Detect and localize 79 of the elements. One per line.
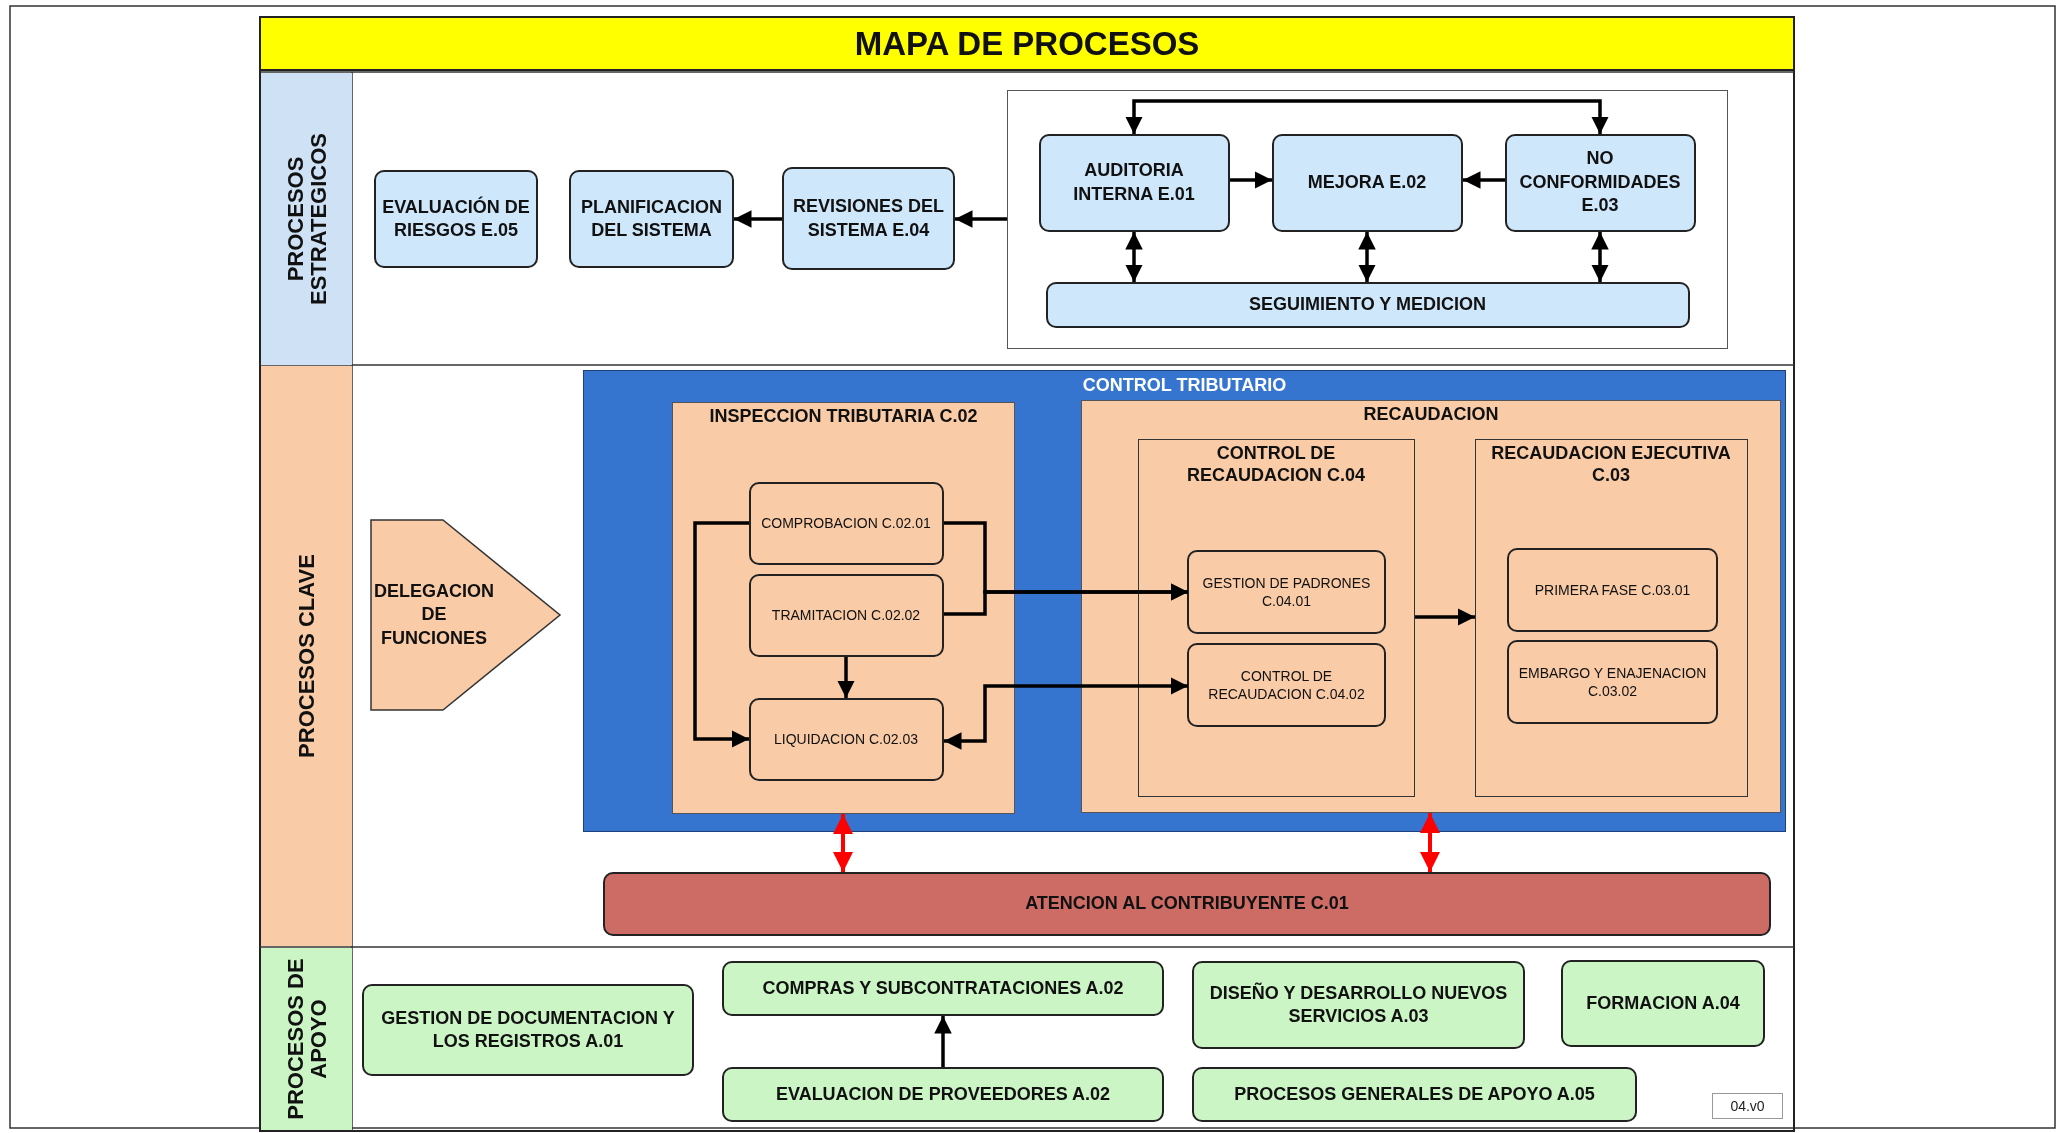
arrow [1358, 232, 1376, 282]
arrow [734, 210, 782, 228]
process-box [782, 167, 955, 270]
process-box [722, 1067, 1164, 1122]
group-title: INSPECCION TRIBUTARIA C.02 [708, 405, 979, 428]
group-title: RECAUDACION EJECUTIVA C.03 [1490, 441, 1732, 487]
process-box [748, 573, 944, 657]
process-group [1081, 400, 1781, 813]
arrow [837, 657, 855, 698]
process-group [1137, 438, 1415, 797]
process-group [583, 370, 1786, 832]
process-box [1187, 643, 1386, 727]
process-group [672, 402, 1015, 814]
box-label: PRIMERA FASE C.03.01 [1533, 580, 1692, 600]
process-box [1271, 133, 1463, 232]
box-label: CONTROL DE RECAUDACION C.04.02 [1207, 666, 1366, 704]
arrow [833, 814, 853, 872]
arrow [1463, 171, 1505, 189]
arrow [1420, 813, 1440, 872]
box-label: DELEGACION DE FUNCIONES [374, 579, 494, 650]
box-label: PROCESOS GENERALES DE APOYO A.05 [1233, 1082, 1596, 1106]
box-label: EVALUACION DE PROVEEDORES A.02 [774, 1082, 1112, 1106]
box-label: NO CONFORMIDADES E.03 [1518, 147, 1682, 218]
arrow [934, 1016, 952, 1067]
process-box [374, 170, 538, 268]
box-label: COMPROBACION C.02.01 [760, 513, 932, 533]
group-title: RECAUDACION [1362, 403, 1500, 426]
process-box [1504, 133, 1696, 232]
process-box [748, 481, 944, 565]
process-box [1038, 133, 1230, 232]
arrow [944, 583, 1188, 616]
arrow [1125, 232, 1143, 282]
box-label: COMPRAS Y SUBCONTRATACIONES A.02 [761, 976, 1125, 1000]
process-box [1192, 961, 1525, 1049]
box-label: LIQUIDACION C.02.03 [773, 729, 919, 749]
lane-title: PROCESOS DE APOYO [283, 958, 330, 1120]
process-box [748, 697, 944, 781]
arrow [1591, 232, 1609, 282]
process-box [569, 170, 734, 268]
box-label: PLANIFICACION DEL SISTEMA [580, 195, 723, 242]
arrow [1415, 608, 1475, 626]
version-label: 04.v0 [1712, 1093, 1783, 1119]
lane-title: PROCESOS ESTRATEGICOS [283, 132, 330, 307]
box-label: GESTION DE PADRONES C.04.01 [1201, 573, 1372, 611]
arrow [1125, 99, 1609, 134]
process-box [1187, 550, 1386, 634]
arrow [955, 210, 1007, 228]
box-label: ATENCION AL CONTRIBUYENTE C.01 [1024, 892, 1350, 916]
lane-header [261, 366, 352, 946]
process-group [1474, 438, 1748, 797]
lane-header [261, 73, 352, 365]
title-bar: MAPA DE PROCESOS [261, 18, 1793, 71]
arrow [693, 521, 749, 748]
process-box [1192, 1067, 1637, 1122]
box-frame [1007, 90, 1728, 349]
lane-header [261, 948, 352, 1130]
pentagon-arrow [370, 519, 562, 711]
box-label: SEGUIMIENTO Y MEDICION [1247, 292, 1487, 316]
process-box [1507, 640, 1718, 724]
lane-title: PROCESOS CLAVE [294, 553, 319, 760]
process-box [603, 872, 1771, 936]
box-label: TRAMITACION C.02.02 [770, 605, 922, 625]
box-label: DISEÑO Y DESARROLLO NUEVOS SERVICIOS A.03 [1208, 981, 1509, 1028]
process-box [722, 961, 1164, 1016]
process-box [1507, 548, 1718, 632]
arrow [944, 677, 1188, 750]
box-label: EMBARGO Y ENAJENACION C.03.02 [1517, 663, 1708, 701]
box-label: FORMACION A.04 [1585, 991, 1741, 1015]
box-label: REVISIONES DEL SISTEMA E.04 [792, 195, 945, 242]
group-title: CONTROL TRIBUTARIO [1081, 374, 1288, 397]
group-title: CONTROL DE RECAUDACION C.04 [1186, 441, 1366, 487]
box-label: GESTION DE DOCUMENTACION Y LOS REGISTROS A.01 [380, 1006, 676, 1053]
box-label: AUDITORIA INTERNA E.01 [1072, 159, 1196, 206]
box-label: EVALUACIÓN DE RIESGOS E.05 [381, 195, 531, 242]
process-box [1045, 281, 1690, 328]
process-box [1561, 960, 1765, 1047]
process-box [362, 984, 694, 1076]
arrow [1230, 171, 1272, 189]
box-label: MEJORA E.02 [1306, 170, 1428, 194]
